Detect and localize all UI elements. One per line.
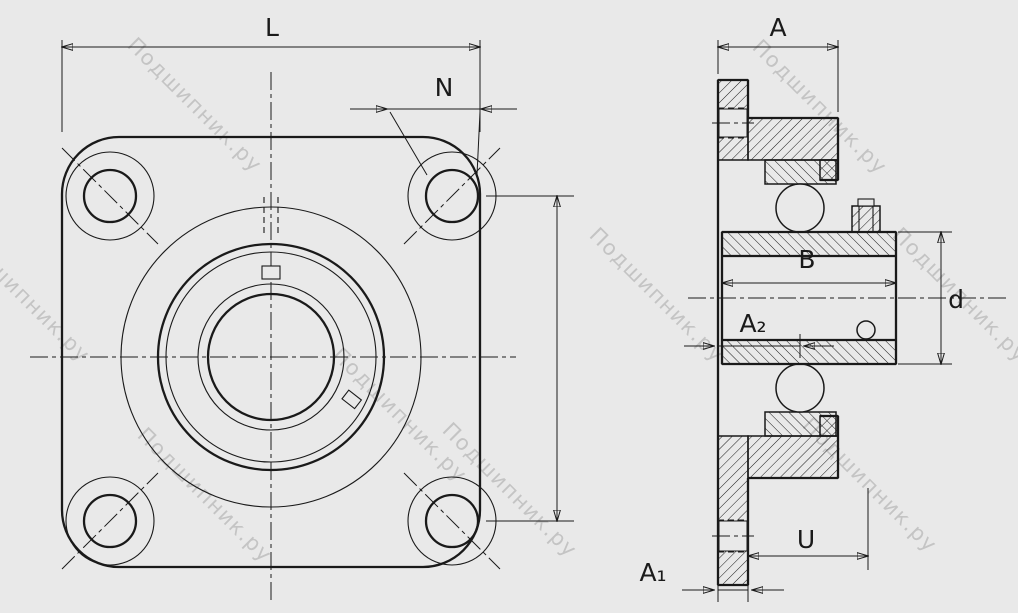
dimension-A: A: [718, 13, 838, 112]
watermark-text: Подшипник.ру: [0, 223, 95, 367]
bearing-front-circles: [120, 206, 422, 508]
dimension-A1: A₁: [639, 558, 784, 602]
bolt-hole-bottom-left: [65, 476, 155, 566]
bolt-centerline: [403, 472, 501, 570]
watermark-text: Подшипник.ру: [123, 33, 267, 177]
grub-screw-section: [851, 198, 881, 233]
dimension-A2: A₂: [684, 309, 834, 358]
bore-circle: [206, 292, 336, 422]
bolt-hole-top-left: [65, 151, 155, 241]
housing-seat-circle: [156, 242, 386, 472]
outer-ring-circle: [165, 251, 377, 463]
ball-bottom: [775, 363, 825, 413]
dim-label-L: L: [265, 13, 279, 42]
dimension-d: d: [898, 232, 964, 364]
dimension-L: L: [62, 13, 480, 132]
outer-ring-bottom: [764, 411, 837, 437]
flange-square-outline: [60, 135, 482, 569]
dimension-bolt-spacing: [486, 196, 574, 521]
dim-label-A2: A₂: [739, 309, 766, 338]
flange-boss-circle: [120, 206, 422, 508]
side-view: A B d A₂ U: [639, 13, 1008, 602]
watermark-text: Подшипник.ру: [438, 418, 582, 562]
bolt-centerline: [403, 147, 501, 245]
housing-section: [717, 79, 839, 586]
dim-label-N: N: [435, 73, 454, 102]
housing-contour: [716, 78, 840, 587]
front-view: L N: [30, 13, 574, 604]
dim-label-U: U: [797, 525, 815, 554]
flange-bolt-hole-section: [712, 107, 754, 553]
dimension-N: N: [350, 73, 517, 176]
watermark-layer: Подшипник.ру Подшипник.ру Подшипник.ру П…: [0, 33, 1018, 567]
dimension-B: B: [722, 245, 896, 283]
dim-label-d: d: [948, 285, 964, 314]
inner-ring-circle: [197, 283, 345, 431]
bolt-centerline: [61, 472, 159, 570]
set-screw-front: [341, 389, 363, 410]
dimension-U: U: [748, 488, 868, 570]
bolt-centerline: [61, 147, 159, 245]
dim-label-A1: A₁: [639, 558, 666, 587]
watermark-text: Подшипник.ру: [133, 423, 277, 567]
watermark-text: Подшипник.ру: [328, 343, 472, 487]
ball-top: [775, 183, 825, 233]
set-screw-hole: [856, 320, 876, 340]
dim-label-A: A: [769, 13, 786, 42]
lube-slot: [261, 265, 281, 280]
dim-label-B: B: [798, 245, 815, 274]
